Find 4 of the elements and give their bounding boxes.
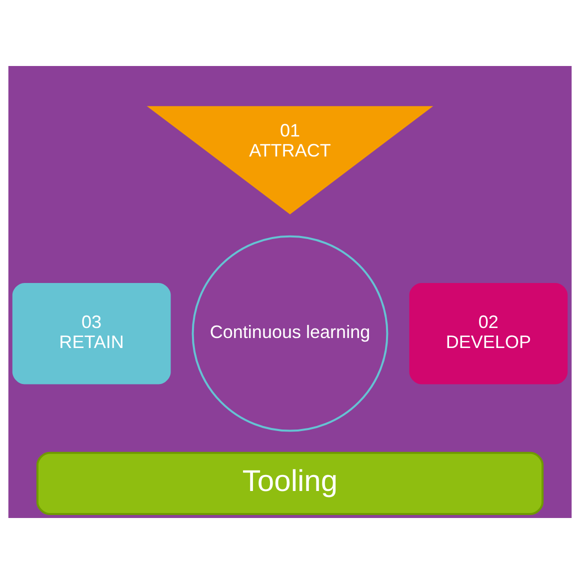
node-circle: Continuous learning <box>192 234 388 432</box>
node-box: 02 DEVELOP <box>409 282 568 384</box>
node-box: Tooling <box>36 451 544 514</box>
node-box: 03 RETAIN <box>12 282 171 384</box>
